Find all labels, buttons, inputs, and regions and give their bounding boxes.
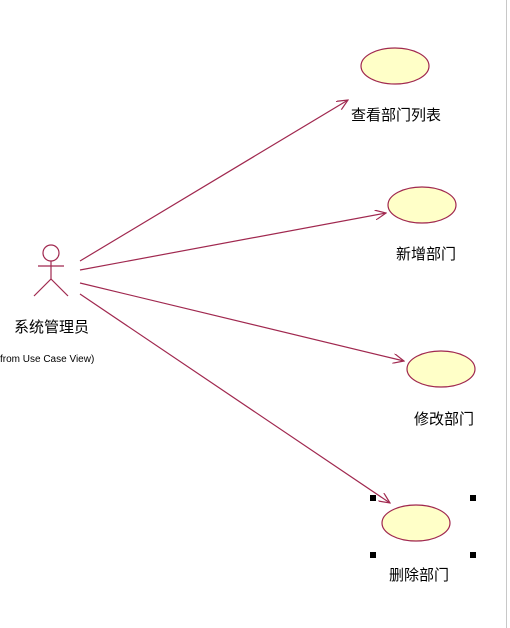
- use-case-edit-ellipse[interactable]: [406, 350, 476, 388]
- use-case-delete-ellipse[interactable]: [381, 504, 451, 542]
- association-add[interactable]: [79, 213, 386, 271]
- actor-note: from Use Case View): [0, 354, 95, 365]
- use-case-label-delete[interactable]: 删除部门: [389, 566, 450, 584]
- use-case-view-list-ellipse[interactable]: [360, 47, 430, 85]
- selection-handle-bottom-right[interactable]: [470, 552, 476, 558]
- selection-handle-top-left[interactable]: [370, 495, 376, 501]
- use-case-label-view-list[interactable]: 查看部门列表: [351, 106, 442, 124]
- stick-figure-actor-icon[interactable]: [33, 244, 69, 297]
- use-case-label-add[interactable]: 新增部门: [396, 245, 457, 263]
- association-edit[interactable]: [79, 282, 404, 361]
- selection-handles[interactable]: [370, 495, 476, 558]
- association-delete[interactable]: [79, 293, 390, 503]
- actor-name: 系统管理员: [14, 318, 90, 336]
- use-case-label-edit[interactable]: 修改部门: [414, 410, 475, 428]
- association-view-list[interactable]: [79, 100, 348, 262]
- use-case-add-ellipse[interactable]: [387, 186, 457, 224]
- selection-handle-top-right[interactable]: [470, 495, 476, 501]
- selection-handle-bottom-left[interactable]: [370, 552, 376, 558]
